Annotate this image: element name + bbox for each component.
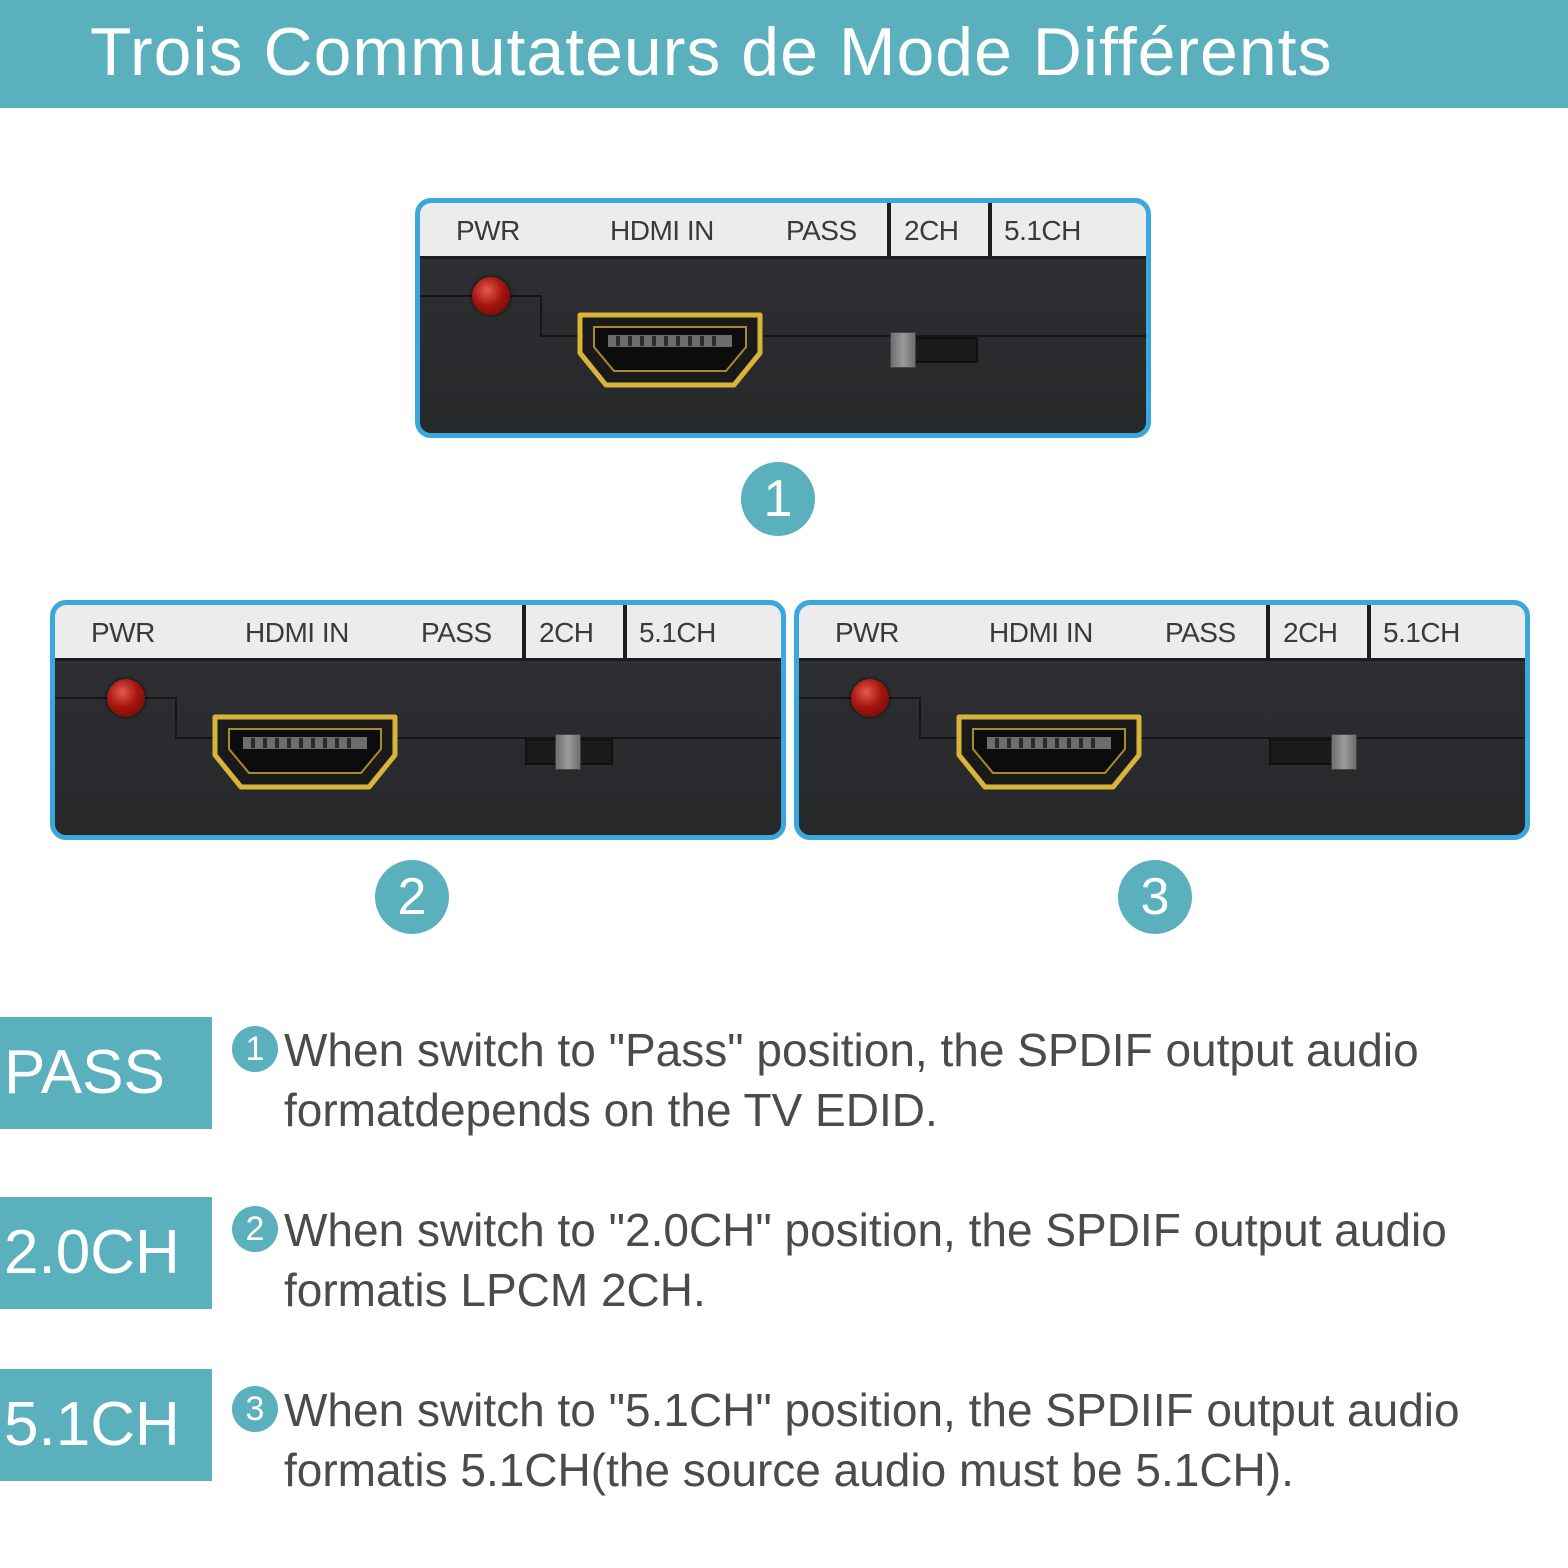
panel-seam: [175, 737, 781, 739]
desc-line-1: When switch to "Pass" position, the SPDI…: [284, 1024, 1419, 1076]
label-2ch: 2CH: [1283, 617, 1338, 648]
label-pass: PASS: [786, 215, 857, 246]
page-title: Trois Commutateurs de Mode Différents: [90, 14, 1333, 90]
desc-line-2: formatis 5.1CH(the source audio must be …: [284, 1444, 1294, 1496]
label-divider: [887, 203, 891, 259]
power-led: [107, 679, 145, 717]
mode-desc-2ch: 2 When switch to "2.0CH" position, the S…: [232, 1200, 1562, 1320]
label-hdmi-in: HDMI IN: [245, 617, 349, 648]
power-led: [472, 277, 510, 315]
panel-label-strip: PWR HDMI IN PASS 2CH 5.1CH: [55, 605, 781, 661]
label-pass: PASS: [1165, 617, 1236, 648]
step-circle-1: 1: [741, 462, 815, 536]
step-circle-2: 2: [375, 860, 449, 934]
label-pass: PASS: [421, 617, 492, 648]
panel-label-strip: PWR HDMI IN PASS 2CH 5.1CH: [420, 203, 1146, 259]
label-pwr: PWR: [835, 617, 899, 648]
hdmi-port-icon: [212, 714, 398, 790]
label-divider: [988, 203, 992, 259]
label-pwr: PWR: [91, 617, 155, 648]
desc-line-1: When switch to "2.0CH" position, the SPD…: [284, 1204, 1447, 1256]
label-2ch: 2CH: [904, 215, 959, 246]
device-panel-3: PWR HDMI IN PASS 2CH 5.1CH: [794, 600, 1530, 840]
mode-switch-knob: [1331, 734, 1357, 770]
panel-body: [55, 661, 781, 835]
label-divider: [1266, 605, 1270, 661]
desc-line-2: formatis LPCM 2CH.: [284, 1264, 706, 1316]
panel-label-strip: PWR HDMI IN PASS 2CH 5.1CH: [799, 605, 1525, 661]
mode-switch-knob: [890, 332, 916, 368]
step-circle-3: 3: [1118, 860, 1192, 934]
desc-line-2: formatdepends on the TV EDID.: [284, 1084, 938, 1136]
label-51ch: 5.1CH: [1004, 215, 1081, 246]
panel-seam: [540, 335, 1146, 337]
mode-desc-51ch: 3 When switch to "5.1CH" position, the S…: [232, 1380, 1562, 1500]
mode-tag-pass: PASS: [0, 1017, 212, 1129]
panel-seam: [540, 295, 542, 335]
desc-line-1: When switch to "5.1CH" position, the SPD…: [284, 1384, 1460, 1436]
panel-seam: [919, 697, 921, 737]
mode-tag-51ch: 5.1CH: [0, 1369, 212, 1481]
hdmi-port-icon: [577, 312, 763, 388]
title-bar: Trois Commutateurs de Mode Différents: [0, 0, 1568, 108]
desc-number-1: 1: [232, 1026, 278, 1072]
mode-switch-knob: [555, 734, 581, 770]
desc-number-2: 2: [232, 1206, 278, 1252]
label-pwr: PWR: [456, 215, 520, 246]
hdmi-port-icon: [956, 714, 1142, 790]
label-51ch: 5.1CH: [639, 617, 716, 648]
mode-tag-2ch: 2.0CH: [0, 1197, 212, 1309]
panel-body: [799, 661, 1525, 835]
label-hdmi-in: HDMI IN: [610, 215, 714, 246]
label-51ch: 5.1CH: [1383, 617, 1460, 648]
label-divider: [623, 605, 627, 661]
desc-number-3: 3: [232, 1386, 278, 1432]
panel-seam: [175, 697, 177, 737]
power-led: [851, 679, 889, 717]
label-2ch: 2CH: [539, 617, 594, 648]
panel-seam: [919, 737, 1525, 739]
mode-desc-pass: 1 When switch to "Pass" position, the SP…: [232, 1020, 1562, 1140]
label-hdmi-in: HDMI IN: [989, 617, 1093, 648]
device-panel-1: PWR HDMI IN PASS 2CH 5.1CH: [415, 198, 1151, 438]
device-panel-2: PWR HDMI IN PASS 2CH 5.1CH: [50, 600, 786, 840]
label-divider: [522, 605, 526, 661]
label-divider: [1367, 605, 1371, 661]
panel-body: [420, 259, 1146, 433]
